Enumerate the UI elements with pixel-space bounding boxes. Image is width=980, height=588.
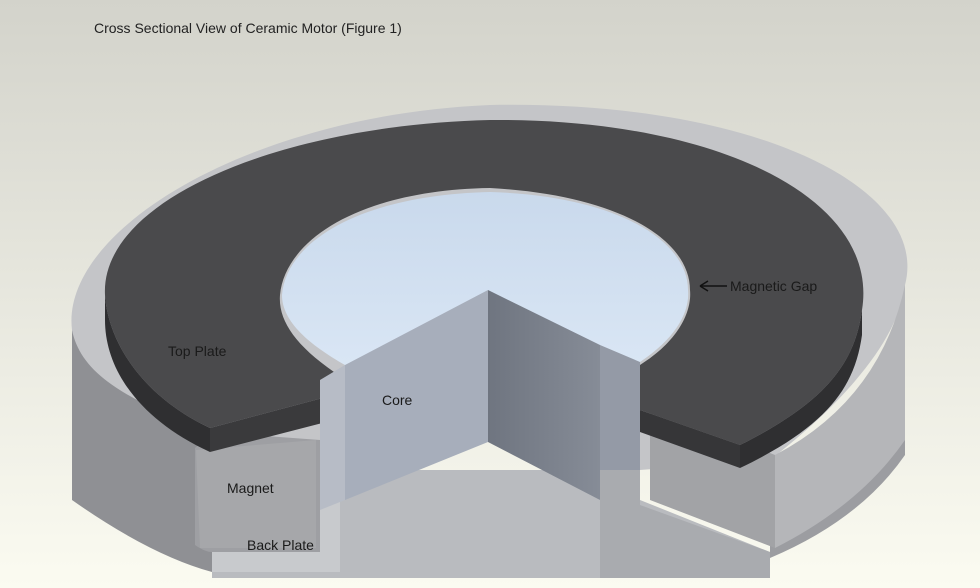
right-outer-wall-upper [775,285,905,548]
magnetic-gap-arrow [699,280,727,292]
back-plate-floor-right [600,470,770,578]
magnet-left-front [196,440,316,548]
core-left-face [345,290,488,500]
top-plate-edge-cut-left [210,395,334,452]
back-plate-outer-wall [72,330,212,572]
label-top-plate: Top Plate [168,343,227,359]
label-magnetic-gap: Magnetic Gap [730,278,818,294]
label-back-plate: Back Plate [247,537,314,553]
diagram-title: Cross Sectional View of Ceramic Motor (F… [94,20,402,36]
core-right-face [488,290,600,500]
top-plate-edge-left [105,295,210,452]
top-plate-surface [104,119,864,446]
core-shelf-right [600,345,640,470]
top-plate-edge-right [740,310,862,468]
label-core: Core [382,392,413,408]
top-plate-edge-cut-right [640,410,740,468]
label-magnet: Magnet [227,480,274,496]
core-shelf-left [320,365,345,510]
